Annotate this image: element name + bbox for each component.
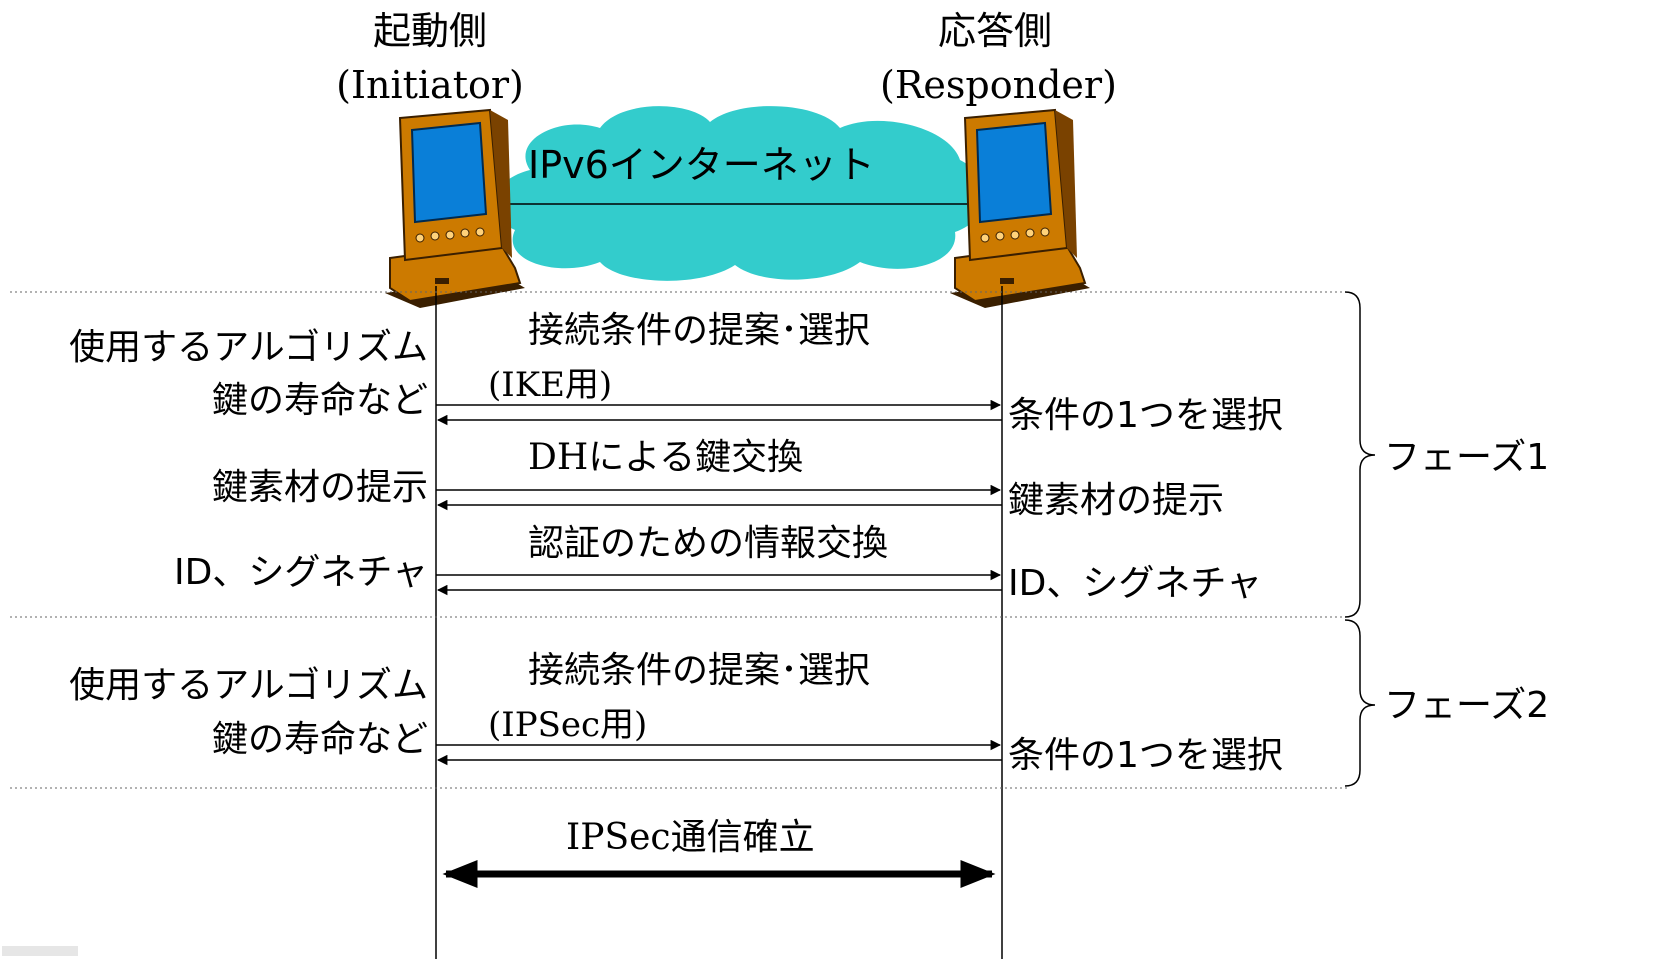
step2-right: 鍵素材の提示 xyxy=(1008,480,1225,521)
step4-right: 条件の1つを選択 xyxy=(1008,735,1283,776)
step4-center-line2: (IPSec用) xyxy=(488,705,648,745)
phase2-label: フェーズ2 xyxy=(1384,685,1550,726)
step4-left-line2: 鍵の寿命など xyxy=(211,719,428,760)
step4-left-line1: 使用するアルゴリズム xyxy=(69,665,428,706)
phase1-label: フェーズ1 xyxy=(1384,437,1550,478)
phase1-brace xyxy=(1344,291,1376,618)
step3-right: ID、シグネチャ xyxy=(1008,563,1262,604)
final-label: IPSec通信確立 xyxy=(566,817,815,858)
cloud-icon xyxy=(493,106,986,281)
pda-icon xyxy=(950,108,1090,308)
pda-icon xyxy=(385,108,525,308)
step4-center-line1: 接続条件の提案･選択 xyxy=(528,650,871,691)
step1-left-line1: 使用するアルゴリズム xyxy=(69,327,428,368)
network-label: IPv6インターネット xyxy=(528,143,875,187)
corner-mark xyxy=(2,946,78,956)
step2-center-line1: DHによる鍵交換 xyxy=(528,437,804,478)
phase2-brace xyxy=(1344,619,1376,787)
step3-left-line1: ID、シグネチャ xyxy=(174,552,428,593)
initiator-subtitle: (Initiator) xyxy=(336,63,524,107)
step1-center-line1: 接続条件の提案･選択 xyxy=(528,310,871,351)
step3-center-line1: 認証のための情報交換 xyxy=(528,523,889,564)
step2-left-line1: 鍵素材の提示 xyxy=(211,467,428,508)
initiator-title: 起動側 xyxy=(372,9,487,53)
responder-title: 応答側 xyxy=(937,9,1052,53)
step1-left-line2: 鍵の寿命など xyxy=(211,380,428,421)
step1-center-line2: (IKE用) xyxy=(488,365,613,405)
responder-subtitle: (Responder) xyxy=(880,63,1117,107)
step1-right: 条件の1つを選択 xyxy=(1008,395,1283,436)
